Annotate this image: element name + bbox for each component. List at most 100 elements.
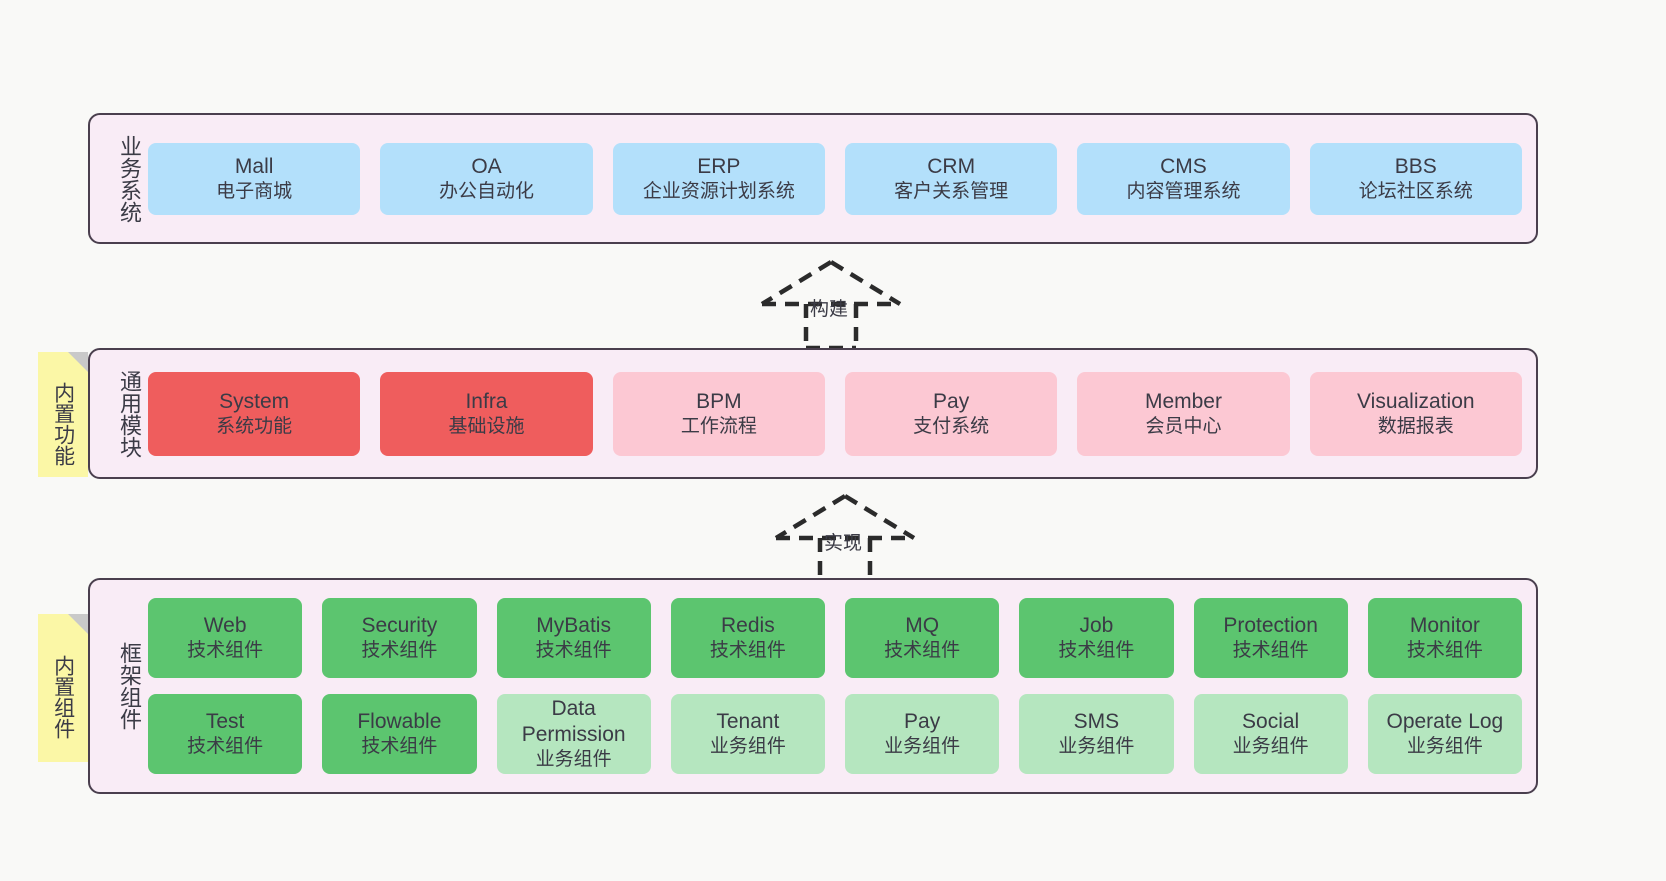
node-subtitle: 客户关系管理 [894, 180, 1009, 202]
node-pay[interactable]: Pay 支付系统 [844, 371, 1058, 456]
node-subtitle: 工作流程 [680, 415, 757, 437]
node-subtitle: 技术组件 [535, 640, 612, 662]
node-job[interactable]: Job 技术组件 [1019, 598, 1174, 678]
sticky-note-builtin-component: 内置组件 [38, 614, 88, 762]
connector-label-implement: 实现 [824, 533, 863, 554]
node-subtitle: 系统功能 [216, 415, 293, 437]
node-subtitle: 技术组件 [884, 640, 961, 662]
node-title: CMS [1160, 154, 1207, 178]
node-test[interactable]: Test 技术组件 [148, 694, 303, 774]
layer-body-common-module: System 系统功能 Infra 基础设施 BPM 工作流程 Pay 支付系统… [144, 371, 1536, 456]
layer-framework-component: 框架组件 Web 技术组件 Security 技术组件 MyBatis 技术组件… [88, 578, 1538, 794]
node-title: SMS [1073, 710, 1120, 733]
node-title: Mall [234, 154, 274, 178]
node-subtitle: 技术组件 [187, 640, 264, 662]
node-subtitle: 论坛社区系统 [1358, 180, 1473, 202]
node-title: Data Permission [521, 696, 626, 747]
node-title: Web [203, 614, 247, 637]
layer-body-framework-component: Web 技术组件 Security 技术组件 MyBatis 技术组件 Redi… [144, 598, 1536, 774]
node-cms[interactable]: CMS 内容管理系统 [1077, 142, 1290, 215]
node-title: Security [361, 614, 438, 637]
node-subtitle: 技术组件 [361, 640, 438, 662]
node-title: Test [205, 710, 245, 733]
fold-corner-icon [68, 614, 88, 634]
sticky-note-label: 内置功能 [51, 381, 75, 466]
node-mybatis[interactable]: MyBatis 技术组件 [496, 598, 651, 678]
node-title: Infra [465, 389, 508, 413]
node-subtitle: 业务组件 [884, 736, 961, 758]
node-redis[interactable]: Redis 技术组件 [670, 598, 825, 678]
layer-label-common-module: 通用模块 [117, 369, 142, 458]
node-security[interactable]: Security 技术组件 [322, 598, 477, 678]
node-title: MyBatis [536, 614, 611, 637]
node-subtitle: 业务组件 [709, 736, 786, 758]
node-subtitle: 办公自动化 [438, 180, 534, 202]
node-subtitle: 业务组件 [1406, 736, 1483, 758]
node-tenant[interactable]: Tenant 业务组件 [670, 694, 825, 774]
connector-build: 构建 [756, 258, 906, 351]
layer-label-business-system: 业务系统 [117, 134, 142, 223]
layer-business-system: 业务系统 Mall 电子商城 OA 办公自动化 ERP 企业资源计划系统 CRM… [88, 113, 1538, 244]
node-title: Visualization [1357, 389, 1475, 413]
node-subtitle: 基础设施 [448, 415, 525, 437]
node-subtitle: 技术组件 [1232, 640, 1309, 662]
connector-implement: 实现 [770, 492, 920, 585]
node-subtitle: 技术组件 [1058, 640, 1135, 662]
node-subtitle: 技术组件 [1406, 640, 1483, 662]
sticky-note-builtin-function: 内置功能 [38, 352, 88, 477]
node-subtitle: 技术组件 [361, 736, 438, 758]
node-mall[interactable]: Mall 电子商城 [148, 142, 361, 215]
node-subtitle: 技术组件 [187, 736, 264, 758]
node-visualization[interactable]: Visualization 数据报表 [1309, 371, 1522, 456]
node-title: Member [1144, 389, 1222, 413]
node-title: ERP [697, 154, 741, 178]
node-title: OA [471, 154, 502, 178]
node-title: BBS [1394, 154, 1437, 178]
node-pay-business[interactable]: Pay 业务组件 [845, 694, 1000, 774]
node-erp[interactable]: ERP 企业资源计划系统 [612, 142, 825, 215]
node-oa[interactable]: OA 办公自动化 [380, 142, 593, 215]
sticky-note-label: 内置组件 [51, 655, 75, 739]
node-bbs[interactable]: BBS 论坛社区系统 [1309, 142, 1522, 215]
node-title: Tenant [716, 710, 780, 733]
node-title: Redis [721, 614, 775, 637]
node-flowable[interactable]: Flowable 技术组件 [322, 694, 477, 774]
node-subtitle: 支付系统 [913, 415, 990, 437]
node-crm[interactable]: CRM 客户关系管理 [844, 142, 1058, 215]
node-title: Monitor [1409, 614, 1480, 637]
node-protection[interactable]: Protection 技术组件 [1193, 598, 1348, 678]
layer-label-framework-component: 框架组件 [117, 642, 142, 730]
node-sms[interactable]: SMS 业务组件 [1019, 694, 1174, 774]
node-mq[interactable]: MQ 技术组件 [845, 598, 1000, 678]
node-subtitle: 电子商城 [216, 180, 293, 202]
node-subtitle: 内容管理系统 [1126, 180, 1241, 202]
node-operate-log[interactable]: Operate Log 业务组件 [1367, 694, 1522, 774]
node-subtitle: 技术组件 [709, 640, 786, 662]
node-title: Protection [1223, 614, 1318, 637]
node-title: MQ [905, 614, 940, 637]
fold-corner-icon [68, 352, 88, 372]
node-row: System 系统功能 Infra 基础设施 BPM 工作流程 Pay 支付系统… [148, 371, 1522, 456]
node-bpm[interactable]: BPM 工作流程 [612, 371, 825, 456]
node-member[interactable]: Member 会员中心 [1077, 371, 1290, 456]
node-subtitle: 业务组件 [1058, 736, 1135, 758]
node-row: Mall 电子商城 OA 办公自动化 ERP 企业资源计划系统 CRM 客户关系… [148, 142, 1522, 215]
node-title: Pay [904, 710, 941, 733]
node-subtitle: 业务组件 [535, 749, 612, 771]
layer-body-business-system: Mall 电子商城 OA 办公自动化 ERP 企业资源计划系统 CRM 客户关系… [144, 142, 1536, 215]
node-data-permission[interactable]: Data Permission 业务组件 [496, 694, 651, 774]
node-social[interactable]: Social 业务组件 [1193, 694, 1348, 774]
node-title: Social [1242, 710, 1300, 733]
node-web[interactable]: Web 技术组件 [148, 598, 303, 678]
node-subtitle: 企业资源计划系统 [642, 180, 795, 202]
layer-common-module: 通用模块 System 系统功能 Infra 基础设施 BPM 工作流程 Pay… [88, 348, 1538, 479]
node-subtitle: 数据报表 [1377, 415, 1454, 437]
node-row: Web 技术组件 Security 技术组件 MyBatis 技术组件 Redi… [148, 598, 1522, 678]
node-title: Operate Log [1386, 710, 1504, 733]
node-title: Job [1079, 614, 1114, 637]
node-infra[interactable]: Infra 基础设施 [380, 371, 593, 456]
generalization-arrow-icon [774, 494, 916, 585]
node-system[interactable]: System 系统功能 [148, 371, 361, 456]
node-monitor[interactable]: Monitor 技术组件 [1367, 598, 1522, 678]
